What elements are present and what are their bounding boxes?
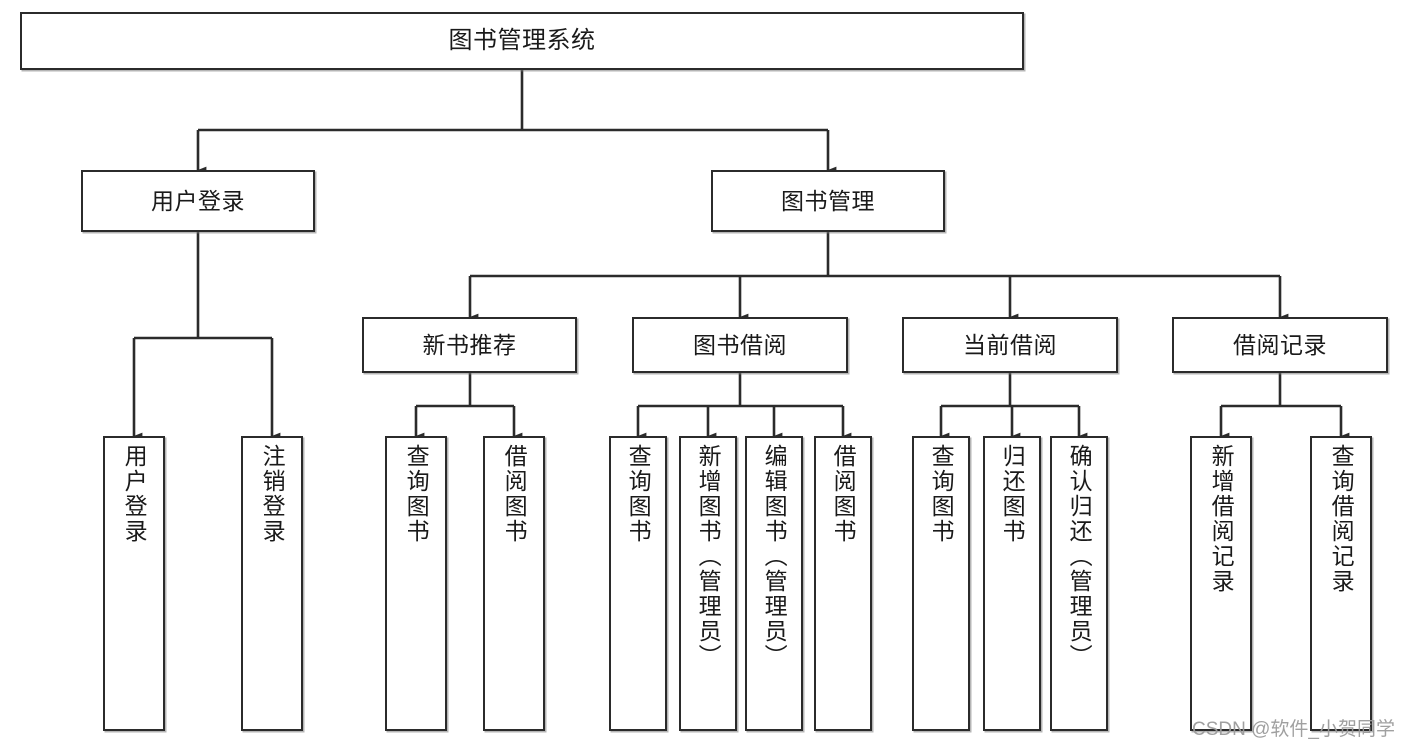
node-label: 查询图书 (403, 444, 430, 544)
node-label: 归还图书 (999, 444, 1026, 544)
node-label: 借阅图书 (830, 444, 857, 544)
node-label: 确认归还（管理员） (1066, 444, 1093, 669)
node-label: 新书推荐 (422, 331, 517, 358)
node-leaf-6[interactable]: 新增图书（管理员） (679, 436, 737, 731)
node-borrow[interactable]: 图书借阅 (632, 317, 848, 373)
node-leaf-4[interactable]: 借阅图书 (483, 436, 545, 731)
node-leaf-13[interactable]: 查询借阅记录 (1310, 436, 1372, 731)
node-leaf-12[interactable]: 新增借阅记录 (1190, 436, 1252, 731)
node-label: 新增图书（管理员） (695, 444, 722, 669)
node-leaf-2[interactable]: 注销登录 (241, 436, 303, 731)
node-label: 用户登录 (151, 187, 245, 214)
node-label: 当前借阅 (963, 331, 1057, 358)
node-label: 图书借阅 (693, 331, 787, 358)
node-label: 查询图书 (928, 444, 955, 544)
node-label: 借阅图书 (501, 444, 528, 544)
node-newbook[interactable]: 新书推荐 (362, 317, 577, 373)
node-label: 借阅记录 (1233, 331, 1327, 358)
node-label: 查询借阅记录 (1328, 444, 1355, 594)
node-label: 图书管理系统 (448, 27, 596, 54)
node-leaf-5[interactable]: 查询图书 (609, 436, 667, 731)
node-records[interactable]: 借阅记录 (1172, 317, 1388, 373)
node-label: 注销登录 (259, 444, 286, 544)
node-current[interactable]: 当前借阅 (902, 317, 1118, 373)
node-label: 查询图书 (625, 444, 652, 544)
node-leaf-9[interactable]: 查询图书 (912, 436, 970, 731)
node-label: 用户登录 (121, 444, 148, 544)
node-login[interactable]: 用户登录 (81, 170, 315, 232)
node-leaf-8[interactable]: 借阅图书 (814, 436, 872, 731)
node-leaf-11[interactable]: 确认归还（管理员） (1050, 436, 1108, 731)
node-label: 新增借阅记录 (1208, 444, 1235, 594)
node-label: 图书管理 (781, 187, 875, 214)
node-leaf-7[interactable]: 编辑图书（管理员） (745, 436, 803, 731)
node-leaf-1[interactable]: 用户登录 (103, 436, 165, 731)
node-root[interactable]: 图书管理系统 (20, 12, 1024, 70)
csdn-watermark: CSDN @软件_小贺同学 (1192, 719, 1395, 740)
node-leaf-3[interactable]: 查询图书 (385, 436, 447, 731)
node-bookmgmt[interactable]: 图书管理 (711, 170, 945, 232)
node-label: 编辑图书（管理员） (761, 444, 788, 669)
node-leaf-10[interactable]: 归还图书 (983, 436, 1041, 731)
